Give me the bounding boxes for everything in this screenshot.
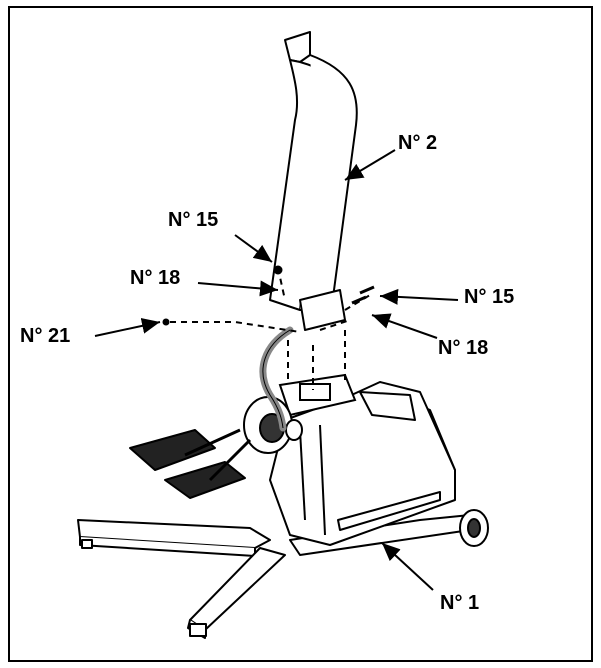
callout-leaders bbox=[94, 149, 459, 591]
callout-part-2: N° 2 bbox=[398, 132, 438, 154]
callout-part-15-left: N° 15 bbox=[168, 209, 219, 231]
callout-part-18-right: N° 18 bbox=[438, 337, 489, 359]
main-housing bbox=[269, 381, 456, 546]
callout-part-1: N° 1 bbox=[440, 592, 480, 614]
base-frame bbox=[77, 509, 489, 639]
callout-part-18-left: N° 18 bbox=[130, 267, 181, 289]
upright-column bbox=[269, 31, 358, 331]
assembly-guide-lines bbox=[170, 267, 371, 390]
callout-part-15-right: N° 15 bbox=[464, 286, 515, 308]
housing-top-plate bbox=[278, 373, 357, 417]
fasteners bbox=[162, 265, 375, 326]
pedals bbox=[129, 428, 252, 499]
callout-part-21: N° 21 bbox=[20, 325, 71, 347]
